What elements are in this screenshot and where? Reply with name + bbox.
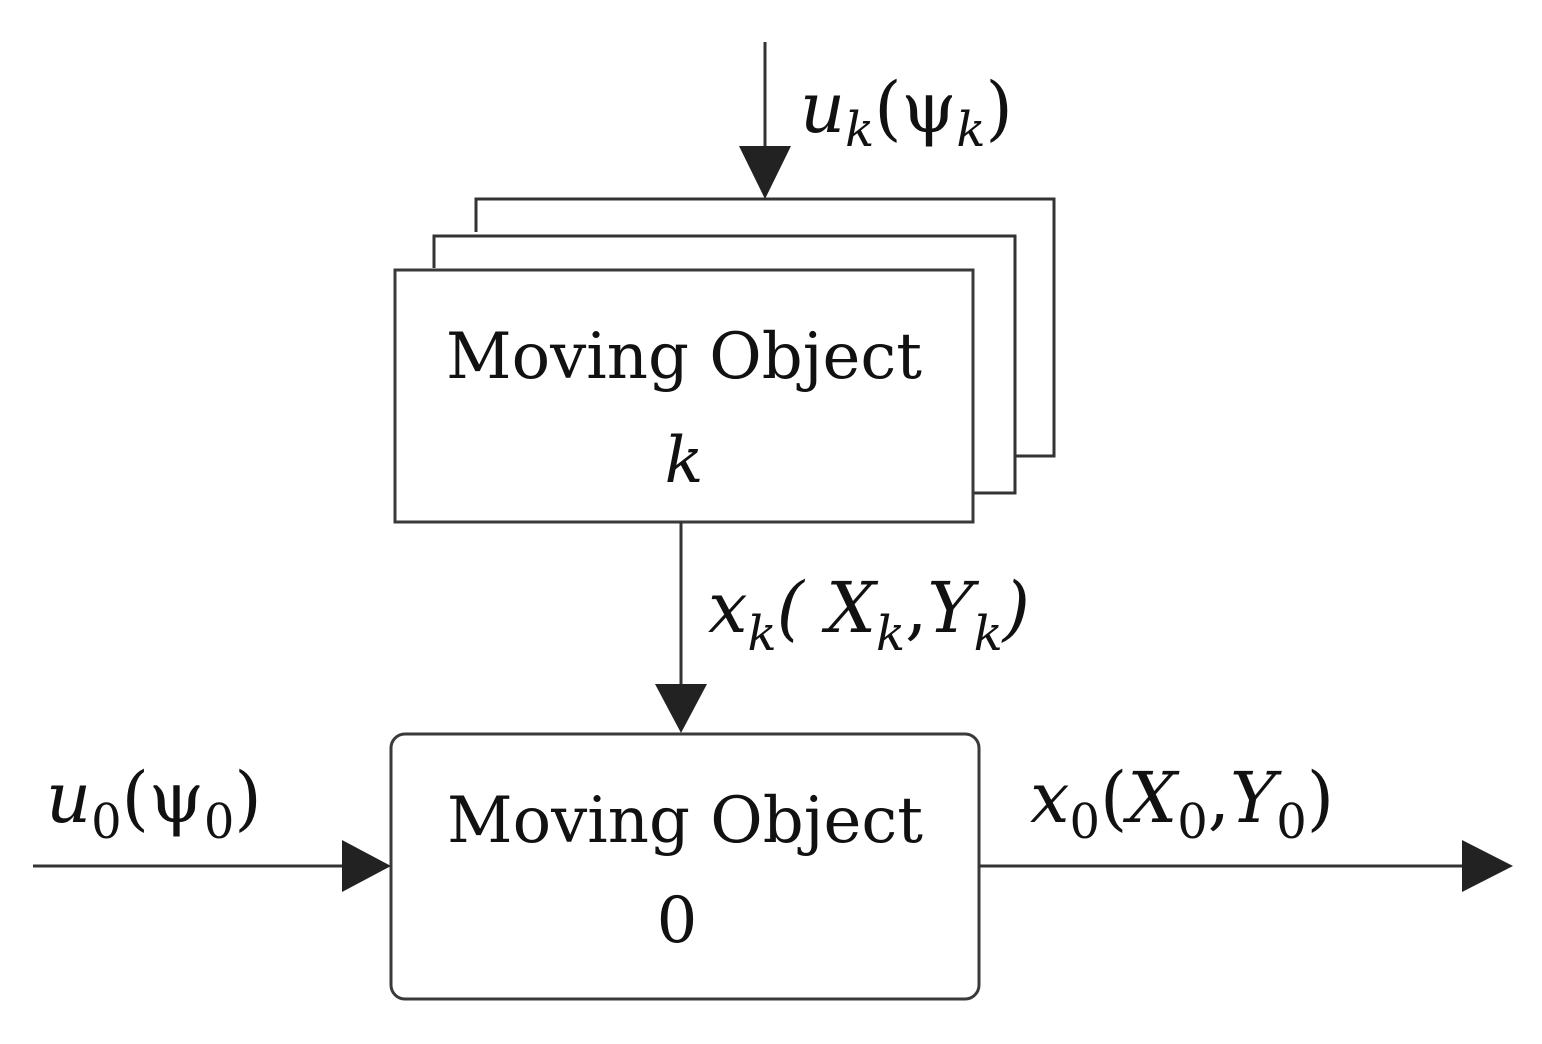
stack-back-frame (474, 197, 1056, 458)
input-k-label: uk(ψk) (800, 67, 1013, 158)
object-0-title: Moving Object (447, 784, 923, 858)
state-k-label: xk( Xk,Yk) (708, 567, 1030, 662)
input-0-arrowhead (342, 840, 391, 892)
connections (33, 42, 1513, 892)
object-k-stack: Moving Object k (393, 197, 1056, 524)
state-k-arrowhead (655, 684, 707, 733)
object-0-group: Moving Object 0 (389, 732, 981, 1001)
input-0-label: u0(ψ0) (46, 757, 262, 850)
object-0-index: 0 (657, 884, 698, 958)
input-k-arrowhead (739, 146, 791, 199)
object-k-block (393, 268, 975, 524)
stack-middle-frame (432, 234, 1017, 495)
state-0-label: x0(X0,Y0) (1030, 757, 1334, 850)
state-0-arrowhead (1462, 840, 1513, 892)
object-k-index: k (665, 424, 704, 498)
object-0-block (389, 732, 981, 1001)
object-k-title: Moving Object (446, 320, 922, 394)
